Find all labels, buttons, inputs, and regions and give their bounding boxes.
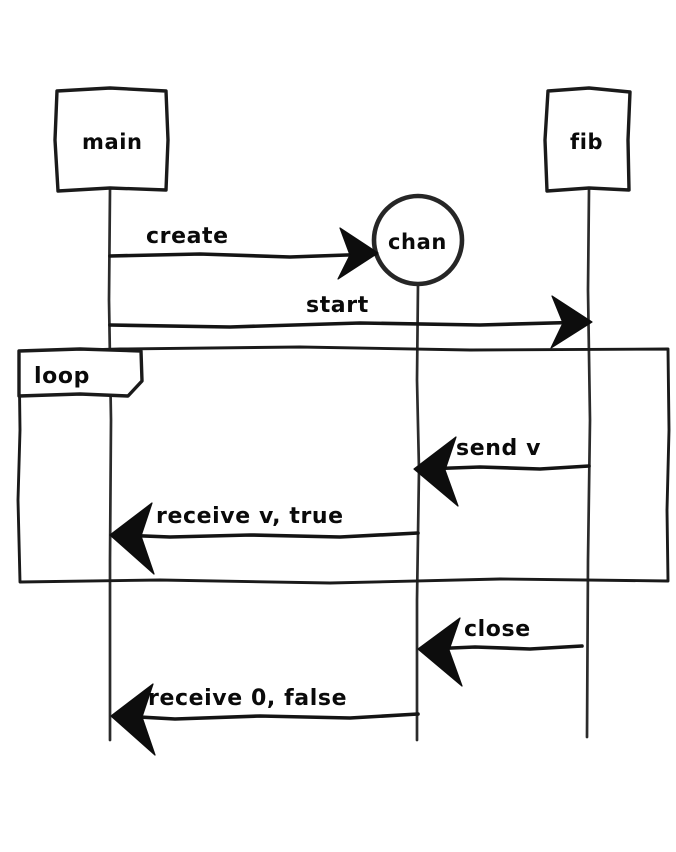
message-send-v-label: send v <box>456 436 541 461</box>
participant-chan[interactable]: chan <box>371 193 465 287</box>
loop-tab-shape <box>17 347 144 398</box>
message-start-line <box>108 320 590 329</box>
message-receive-v-true-line <box>118 531 420 539</box>
lifeline-fib <box>585 188 592 739</box>
message-create-label: create <box>146 224 229 249</box>
message-start[interactable]: start <box>108 293 593 349</box>
message-create-arrowhead <box>337 227 379 280</box>
message-receive-0-false[interactable]: receive 0, false <box>110 683 420 756</box>
message-receive-v-true-arrowhead <box>109 502 155 575</box>
message-close-line <box>426 644 584 651</box>
loop-tab-label: loop <box>34 364 90 389</box>
message-receive-0-false-line <box>120 712 420 721</box>
participant-fib[interactable]: fib <box>543 86 632 193</box>
participant-main[interactable]: main <box>53 86 170 193</box>
message-receive-0-false-label: receive 0, false <box>148 686 347 711</box>
main-box-shape <box>53 86 170 193</box>
message-create-line <box>108 252 378 259</box>
message-create[interactable]: create <box>108 224 379 280</box>
loop-frame-border <box>16 345 671 585</box>
message-send-v-arrowhead <box>413 436 459 507</box>
lifeline-chan <box>415 282 421 742</box>
chan-circle-label: chan <box>388 230 447 254</box>
chan-circle-shape <box>371 193 465 287</box>
message-close-label: close <box>464 617 531 642</box>
message-send-v-line <box>422 464 591 471</box>
message-send-v[interactable]: send v <box>413 436 591 507</box>
message-close[interactable]: close <box>417 617 584 687</box>
message-receive-0-false-arrowhead <box>110 683 156 756</box>
main-box-label: main <box>82 130 143 154</box>
message-start-arrowhead <box>550 295 593 349</box>
message-receive-v-true[interactable]: receive v, true <box>109 502 420 575</box>
lifeline-main <box>107 188 113 742</box>
lifelines-group <box>107 188 592 742</box>
message-close-arrowhead <box>417 617 463 687</box>
fragment-loop: loop <box>16 345 671 585</box>
message-start-label: start <box>306 293 369 318</box>
fib-box-shape <box>543 86 632 193</box>
fib-box-label: fib <box>570 130 603 154</box>
message-receive-v-true-label: receive v, true <box>156 504 344 529</box>
